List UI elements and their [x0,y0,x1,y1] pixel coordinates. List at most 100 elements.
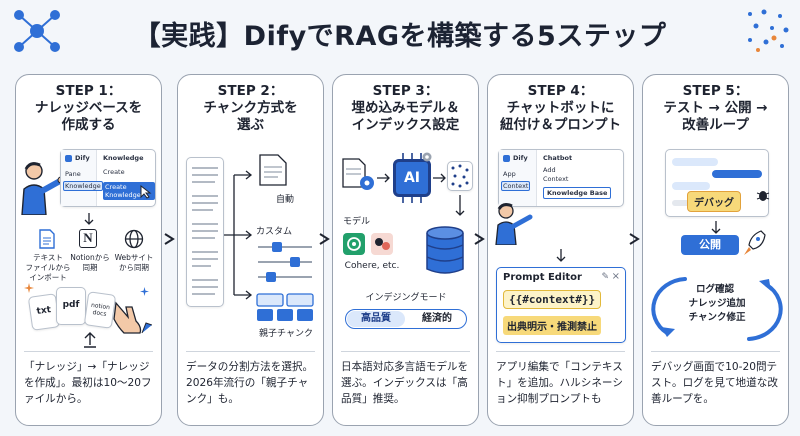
knowledge-base-button[interactable]: Knowledge Base [543,187,612,199]
panel-title: Knowledge [103,154,144,162]
source-web-label: Webサイト から同期 [114,253,154,272]
openai-logo-icon [343,233,365,255]
option-custom-label[interactable]: カスタム [256,227,293,237]
bracket-connector [224,170,253,300]
next-arrow-icon [164,233,175,245]
context-variable[interactable]: {{#context#}} [503,290,602,309]
cohere-logo-icon [371,233,393,255]
model-label: モデル [343,217,371,227]
step-3-heading: STEP 3： 埋め込みモデル＆ インデックス設定 [337,83,474,134]
step-4-title-line1: チャットボットに [506,100,615,116]
document-icon [39,229,55,249]
down-arrow-icon [455,195,465,216]
sparkle-icon [140,287,149,296]
step-card-4: STEP 4： チャットボットに 紐付け＆プロンプト Dify App Cont… [487,74,634,426]
parent-child-chunk-icon [256,293,314,321]
file-notion-label: notion docs [90,301,111,318]
panel-item-add[interactable]: Add [543,166,556,174]
cursor-icon [140,185,152,199]
step-1-title-line1: ナレッジベースを [34,100,143,116]
step-4-number: STEP 4： [527,83,594,99]
ai-chip-icon: AI [393,159,431,197]
divider [24,351,153,352]
panel-item-create[interactable]: Create [103,168,125,176]
model-names: Cohere, etc. [344,261,400,271]
dify-logo-icon [65,155,72,162]
upload-arrow-icon [84,332,96,348]
down-arrow-icon [711,221,721,234]
sidebar-item-context[interactable]: Context [501,181,531,191]
step-1-title-line2: 作成する [61,117,116,133]
publish-button[interactable]: 公開 [681,235,739,255]
down-arrow-icon [84,213,94,225]
globe-icon [124,229,144,249]
step-card-2: STEP 2： チャンク方式を 選ぶ 自動 カスタム 親子チャン [177,74,324,426]
gear-icon [422,152,432,162]
step-2-title-line1: チャンク方式を [203,100,298,116]
bug-icon [756,191,770,201]
step-card-5: STEP 5： テスト → 公開 → 改善ループ デバッグ 公開 ログ確認 ナレ… [642,74,789,426]
editor-note: 出典明示・推測禁止 [503,316,601,335]
rocket-icon [744,230,766,255]
improvement-loop-icon [651,277,783,341]
file-pdf: pdf [56,287,86,325]
network-icon [14,10,60,52]
step-2-description: データの分割方法を選択。2026年流行の「親子チャンク」も。 [186,361,314,405]
step-5-title-line2: 改善ループ [682,117,749,133]
document-gear-icon [342,158,374,190]
database-icon [426,226,464,274]
step-3-title-line1: 埋め込みモデル＆ [351,100,460,116]
hand-icon [113,301,152,334]
person-pointing-icon [495,203,533,245]
option-auto-label[interactable]: 自動 [275,195,294,205]
step-3-title-line2: インデックス設定 [351,117,460,133]
right-arrow-icon [377,173,390,183]
next-arrow-icon [319,233,330,245]
mode-economy[interactable]: 経済的 [422,313,452,324]
step-4-heading: STEP 4： チャットボットに 紐付け＆プロンプト [492,83,629,134]
indexing-mode-toggle[interactable]: 高品質 経済的 [345,309,467,329]
sidebar-item-knowledge[interactable]: Knowledge [63,181,103,191]
step-5-heading: STEP 5： テスト → 公開 → 改善ループ [647,83,784,134]
app-name: Dify [513,154,528,162]
right-arrow-icon [433,173,446,183]
dify-logo-icon [503,155,510,162]
source-document [186,157,224,307]
source-text-file-label: テキスト ファイルから インポート [25,253,71,282]
auto-split-document-icon [259,154,287,186]
next-arrow-icon [474,233,485,245]
indexing-mode-label: インデジングモード [365,293,447,303]
file-pdf-label: pdf [62,300,80,310]
source-notion-label: Notionから 同期 [70,253,110,272]
step-4-title-line2: 紐付け＆プロンプト [499,117,622,133]
mode-high-quality[interactable]: 高品質 [347,311,405,327]
option-parent-child-label[interactable]: 親子チャンク [259,329,313,339]
divider [496,351,625,352]
step-1-number: STEP 1： [55,83,122,99]
step-1-heading: STEP 1： ナレッジベースを 作成する [20,83,157,134]
slider-settings-icon [258,242,312,282]
step-3-number: STEP 3： [372,83,439,99]
divider [651,351,780,352]
step-5-title-line1: テスト → 公開 → [663,100,768,116]
chip-pins [402,153,422,203]
dots-decoration [748,9,789,52]
page-title: 【実践】DifyでRAGを構築する5ステップ [133,21,667,52]
close-icon[interactable]: × [611,271,620,282]
sidebar-item-app[interactable]: App [503,170,516,178]
ai-chip-label: AI [403,170,421,186]
editor-title: Prompt Editor [503,272,582,283]
loop-item-log-check: ログ確認 [695,284,734,295]
debug-badge[interactable]: デバッグ [687,191,741,212]
edit-icon[interactable]: ✎ [601,272,609,282]
panel-sub-context: Context [543,175,569,183]
down-arrow-icon [556,249,566,262]
divider [186,351,315,352]
sparkle-icon [24,283,34,293]
step-5-description: デバッグ画面で10-20問テスト。ログを見て地道な改善ループを。 [651,361,778,405]
sidebar-item-pane[interactable]: Pane [65,170,81,178]
next-arrow-icon [629,233,640,245]
step-3-description: 日本語対応多言語モデルを選ぶ。インデックスは「高品質」推奨。 [341,361,469,405]
step-2-number: STEP 2： [217,83,284,99]
step-1-description: 「ナレッジ」→「ナレッジを作成」。最初は10〜20ファイルから。 [24,361,152,405]
